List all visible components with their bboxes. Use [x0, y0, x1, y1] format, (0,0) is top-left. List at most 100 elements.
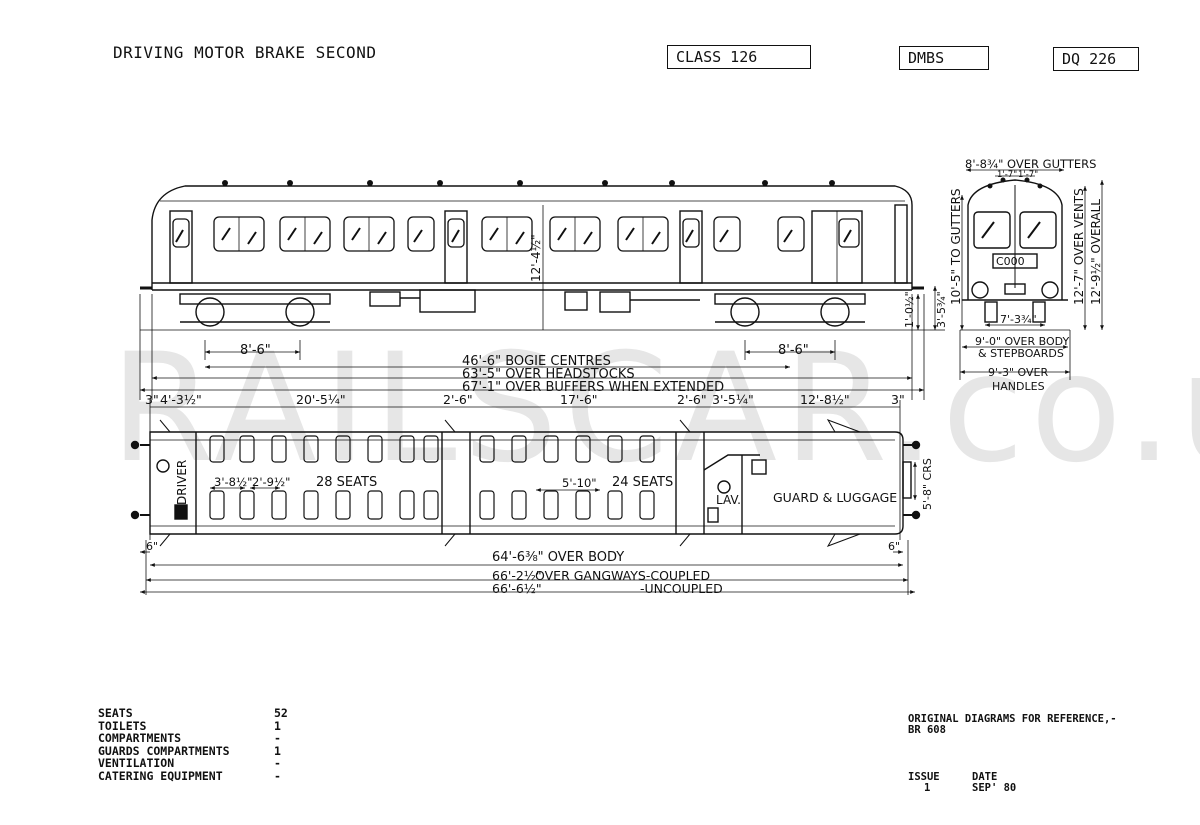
seat: [399, 490, 415, 520]
summary-row: GUARDS COMPARTMENTS 1: [98, 745, 294, 758]
lav-label: LAV.: [716, 493, 741, 507]
over-headstocks-label: 63'-5" OVER HEADSTOCKS: [462, 367, 635, 382]
seat: [639, 435, 655, 463]
seat: [209, 435, 225, 463]
plan-dim-6: 2'-6": [677, 392, 707, 407]
seat: [511, 435, 527, 463]
class-label-box: CLASS 126: [667, 45, 811, 69]
seat: [239, 435, 255, 463]
plan-view: [130, 400, 921, 547]
over-body-label: 64'-6⅜" OVER BODY: [492, 550, 624, 565]
date-value: SEP' 80: [972, 782, 1017, 794]
side-windows: [172, 216, 860, 252]
stepboards-label: & STEPBOARDS: [978, 347, 1064, 360]
side-dimensions: [139, 286, 945, 400]
bogie-wheelbase-left: 8'-6": [240, 343, 271, 358]
reference-line-2: BR 608: [908, 724, 946, 736]
reference-note: ORIGINAL DIAGRAMS FOR REFERENCE,- BR 608: [908, 714, 1117, 736]
end-dimensions: [959, 168, 1104, 380]
bogie-right: [714, 293, 866, 327]
seat: [271, 490, 287, 520]
roof-vents: [222, 180, 835, 186]
underframe-equipment: [369, 289, 700, 313]
overall-height-label: 12'-9½" OVERALL: [1089, 199, 1103, 305]
seat: [335, 490, 351, 520]
seat: [271, 435, 287, 463]
plan-dim-5: 17'-6": [560, 392, 598, 407]
plan-dim-3: 20'-5¼": [296, 392, 346, 407]
seats: [209, 435, 655, 520]
summary-row: COMPARTMENTS-: [98, 732, 294, 745]
handles-label: HANDLES: [992, 380, 1045, 393]
summary-label: SEATS: [98, 706, 133, 720]
height-dimension-label: 12'-4½": [529, 234, 543, 282]
summary-row: VENTILATION-: [98, 757, 294, 770]
diagram-number-box: DQ 226: [1053, 47, 1139, 71]
seat-pitch-1: 3'-8½": [214, 475, 252, 489]
seat: [209, 490, 225, 520]
seat: [367, 490, 383, 520]
end-dim-left: 6": [146, 540, 158, 553]
summary-row: CATERING EQUIPMENT -: [98, 770, 294, 783]
gangways-coupled-value: 66'-2½": [492, 568, 542, 583]
seats-24-label: 24 SEATS: [612, 475, 673, 490]
plan-dim-2: 4'-3½": [160, 392, 202, 407]
type-code-box: DMBS: [899, 46, 989, 70]
headcode-display: C000: [996, 255, 1025, 268]
end-elevation: [960, 177, 1070, 331]
reference-line-1: ORIGINAL DIAGRAMS FOR REFERENCE,-: [908, 713, 1117, 725]
seat: [639, 490, 655, 520]
seat: [423, 490, 439, 520]
guard-luggage-label: GUARD & LUGGAGE: [773, 490, 897, 505]
summary-value: 1: [274, 718, 281, 733]
gangways-coupled-label: OVER GANGWAYS-COUPLED: [535, 568, 710, 583]
step-height-label: 1'-0½": [903, 291, 916, 328]
over-vents-label: 12'-7" OVER VENTS: [1072, 188, 1086, 305]
plan-top-dimensions: 3" 4'-3½" 20'-5¼" 2'-6" 17'-6" 2'-6" 3'-…: [145, 392, 905, 407]
seat: [423, 435, 439, 463]
over-gutters-label: 8'-8¾" OVER GUTTERS: [965, 157, 1096, 171]
issue-value: 1: [924, 782, 931, 794]
seats-28-label: 28 SEATS: [316, 475, 377, 490]
plan-dimensions: [140, 462, 917, 595]
window-reflections: [175, 227, 852, 245]
over-handles-label: 9'-3" OVER: [988, 366, 1048, 379]
seat: [399, 435, 415, 463]
issue-block: ISSUE DATE 1 SEP' 80: [908, 772, 1048, 798]
gutter-inner-dim-right: 1'-7": [1018, 170, 1038, 180]
plan-dim-4: 2'-6": [443, 392, 473, 407]
summary-row: SEATS 52: [98, 707, 294, 720]
summary-label: GUARDS COMPARTMENTS: [98, 743, 230, 758]
seat: [607, 435, 623, 463]
summary-value: -: [274, 731, 281, 746]
seat: [607, 490, 623, 520]
seat: [543, 435, 559, 463]
centres-label: 5'-8" CRS: [921, 458, 934, 510]
seat: [367, 435, 383, 463]
seat: [335, 435, 351, 463]
plan-dim-7: 3'-5¼": [712, 392, 754, 407]
seat: [303, 490, 319, 520]
end-dim-right: 6": [888, 540, 900, 553]
over-buffers-label: 67'-1" OVER BUFFERS WHEN EXTENDED: [462, 380, 724, 395]
summary-value: 52: [274, 706, 288, 720]
bogie-centres-label: 46'-6" BOGIE CENTRES: [462, 354, 611, 369]
bogie-left: [179, 293, 331, 327]
track-gauge-label: 7'-3¾": [1000, 313, 1037, 326]
uncoupled-label: -UNCOUPLED: [640, 581, 723, 596]
side-elevation: [140, 180, 930, 331]
gutter-inner-dim-left: 1'-7": [997, 170, 1017, 180]
seat: [239, 490, 255, 520]
summary-label: VENTILATION: [98, 756, 175, 771]
plan-dim-9: 3": [891, 392, 905, 407]
issue-label: ISSUE: [908, 771, 940, 783]
summary-value: -: [274, 768, 281, 783]
bay-width-label: 5'-10": [562, 476, 597, 490]
driver-label: DRIVER: [175, 460, 189, 505]
summary-value: 1: [274, 743, 281, 758]
summary-label: CATERING EQUIPMENT: [98, 768, 223, 783]
seat: [303, 435, 319, 463]
floor-height-label: 3'-5¾": [935, 291, 948, 328]
